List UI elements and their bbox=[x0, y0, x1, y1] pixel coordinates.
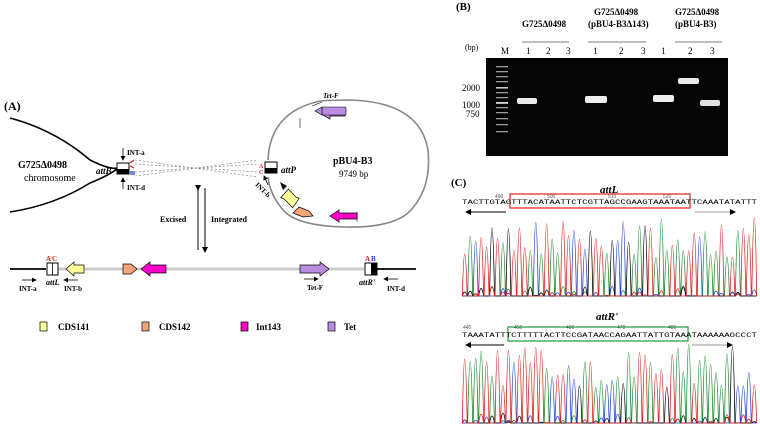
chromosome-arc bbox=[9, 117, 119, 213]
gel-ladder bbox=[496, 66, 508, 133]
gel-lane-1a: 1 bbox=[526, 46, 531, 56]
gel-lane-2c: 2 bbox=[688, 46, 693, 56]
attL-num-490: 490 bbox=[495, 194, 504, 200]
integrated-label: Integrated bbox=[211, 215, 248, 224]
gel-image bbox=[486, 58, 728, 156]
tet-gene-integrated bbox=[299, 261, 330, 277]
primer-int-d-top: INT-d bbox=[127, 184, 145, 192]
plasmid-circle bbox=[267, 99, 430, 228]
attL-core-a: A bbox=[46, 255, 51, 263]
attP-core-a: A bbox=[259, 164, 264, 170]
gel-group-headers: G725Δ0498 G725Δ0498 (pBU4-B3Δ143) G725Δ0… bbox=[522, 7, 722, 43]
attL-chromatogram-trace-t bbox=[461, 217, 758, 297]
attL-num-520: 520 bbox=[663, 194, 672, 200]
legend-label-int143: Int143 bbox=[256, 322, 282, 332]
attL-numbers: 490 500 510 520 bbox=[495, 194, 672, 200]
gel-bp-label: (bp) bbox=[465, 43, 479, 52]
excised-label: Excised bbox=[160, 215, 187, 224]
gel-band-g1-lane1 bbox=[517, 98, 537, 104]
gel-group-2-line1: G725Δ0498 bbox=[594, 7, 639, 17]
attR-num-460: 460 bbox=[566, 325, 575, 331]
gel-marker-lane-label: M bbox=[501, 46, 509, 56]
attR-sequence: TAAATATTTCTTTTTACTTCCGATAACCAGAATTATTGTA… bbox=[462, 332, 758, 339]
int143-gene-integrated bbox=[140, 261, 167, 277]
attL-num-500: 500 bbox=[547, 194, 556, 200]
cds142-gene-plasmid bbox=[292, 206, 314, 218]
primer-int-b-bottom: INT-b bbox=[64, 285, 82, 293]
legend-label-tet: Tet bbox=[344, 322, 356, 332]
gel-lane-2a: 2 bbox=[546, 46, 551, 56]
legend-label-cds142: CDS142 bbox=[159, 322, 191, 332]
panel-b-label: (B) bbox=[456, 1, 471, 13]
gel-group-2-line2: (pBU4-B3Δ143) bbox=[588, 19, 649, 29]
gel-group-1-line1: G725Δ0498 bbox=[522, 19, 567, 29]
gel-group-3-line1: G725Δ0498 bbox=[675, 7, 720, 17]
plasmid-name: pBU4-B3 bbox=[333, 156, 372, 167]
attP-core-c: C bbox=[259, 170, 263, 176]
primer-int-a-bottom: INT-a bbox=[19, 285, 37, 293]
legend: CDS141 CDS142 Int143 Tet bbox=[39, 321, 356, 332]
chromosome-name: G725Δ0498 bbox=[18, 160, 67, 171]
primer-tet-f-top: Tet-F bbox=[323, 92, 339, 100]
primer-int-d-bottom: INT-d bbox=[387, 285, 405, 293]
attL-label: attL bbox=[46, 278, 59, 287]
attR-num-480: 480 bbox=[668, 325, 677, 331]
gel-band-g2-lane1 bbox=[585, 96, 607, 103]
legend-swatch-int143 bbox=[240, 321, 249, 332]
chromosome-label: chromosome bbox=[24, 173, 76, 184]
gel-lane-3a: 3 bbox=[566, 46, 571, 56]
primer-tet-f-bottom: Tet-F bbox=[307, 284, 323, 292]
attR-num-470: 470 bbox=[617, 325, 626, 331]
plasmid-size: 9749 bp bbox=[339, 169, 369, 179]
gel-lane-1b: 1 bbox=[593, 46, 598, 56]
gel-lane-3c: 3 bbox=[710, 46, 715, 56]
attR-numbers: 440 450 460 470 480 bbox=[463, 325, 677, 331]
attR-num-440: 440 bbox=[463, 325, 472, 331]
gel-lane-3b: 3 bbox=[641, 46, 646, 56]
gel-marker-2000: 2000 bbox=[462, 83, 481, 93]
gel-band-g3-lane2 bbox=[678, 78, 699, 84]
gel-marker-750: 750 bbox=[466, 109, 480, 119]
int143-gene-plasmid bbox=[329, 209, 358, 223]
gel-group-3-line2: (pBU4-B3) bbox=[675, 19, 717, 29]
attL-core-c: C bbox=[52, 255, 57, 263]
gel-band-g3-lane1 bbox=[653, 95, 674, 102]
gel-marker-1000: 1000 bbox=[462, 100, 481, 110]
attR-title: attR' bbox=[596, 311, 618, 323]
attR-core-b: B bbox=[371, 255, 376, 263]
attR-chromatogram bbox=[461, 344, 758, 424]
legend-swatch-cds141 bbox=[39, 321, 48, 332]
attL-num-510: 510 bbox=[608, 194, 617, 200]
attL-sequence: TACTTGTAGTTTACATAATTCTCGTTAGCCGAAGTAAATA… bbox=[462, 199, 758, 206]
attP-label: attP bbox=[281, 165, 297, 175]
gel-band-g3-lane3 bbox=[700, 100, 720, 106]
attB-label: attB bbox=[96, 166, 112, 176]
legend-swatch-cds142 bbox=[141, 321, 150, 332]
panel-a-label: (A) bbox=[4, 99, 21, 113]
attR-core-box bbox=[507, 326, 689, 342]
gel-lane-2b: 2 bbox=[619, 46, 624, 56]
attR-chromatogram-trace-t bbox=[461, 347, 758, 424]
attR-core-a: A bbox=[365, 255, 370, 263]
attL-core-box bbox=[509, 193, 691, 209]
legend-swatch-tet bbox=[327, 321, 336, 332]
attR-label: attR' bbox=[359, 278, 376, 287]
cds141-gene-integrated bbox=[65, 261, 85, 277]
cds142-gene-integrated bbox=[122, 263, 138, 275]
cds141-gene-plasmid bbox=[280, 188, 300, 209]
attL-title: attL bbox=[600, 184, 619, 196]
legend-label-cds141: CDS141 bbox=[58, 322, 90, 332]
attL-chromatogram bbox=[461, 217, 758, 297]
attR-num-450: 450 bbox=[514, 325, 523, 331]
gel-lane-1c: 1 bbox=[661, 46, 666, 56]
panel-c-label: (C) bbox=[451, 177, 467, 189]
primer-int-a-top: INT-a bbox=[127, 149, 145, 157]
